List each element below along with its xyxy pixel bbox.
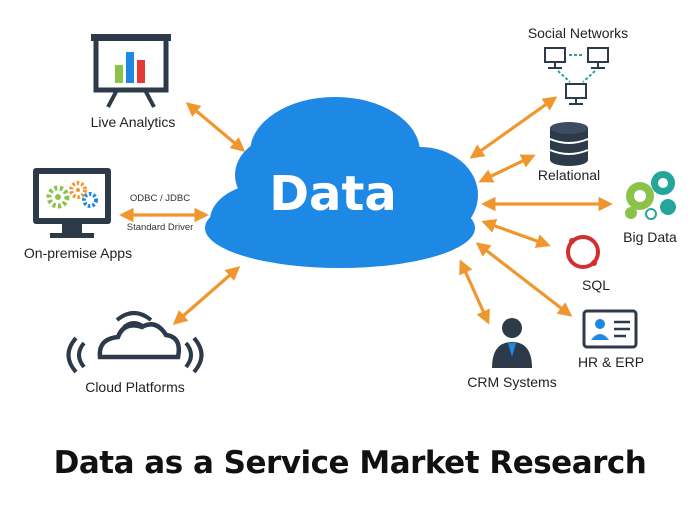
data-cloud: Data	[205, 97, 478, 268]
arrow-sql	[481, 219, 551, 248]
crm-systems-label: CRM Systems	[467, 374, 556, 390]
hr-erp-label: HR & ERP	[578, 354, 644, 370]
arrow-cloud-platforms	[172, 266, 241, 325]
center-label: Data	[269, 166, 397, 222]
big-data-label: Big Data	[623, 229, 677, 245]
cloud-wifi-icon	[66, 311, 204, 374]
driver-line2: Standard Driver	[127, 222, 194, 233]
arrow-crm	[459, 259, 490, 325]
arrow-live-analytics	[185, 102, 246, 152]
on-premise-label: On-premise Apps	[24, 245, 132, 261]
page-caption: Data as a Service Market Research	[53, 445, 647, 481]
arrow-relational	[478, 154, 536, 183]
bubbles-icon	[625, 171, 676, 220]
sql-label: SQL	[582, 277, 610, 293]
id-card-icon	[582, 309, 638, 349]
relational-label: Relational	[538, 167, 600, 183]
driver-line1: ODBC / JDBC	[130, 193, 190, 204]
arrow-hr-erp	[475, 242, 573, 317]
sql-ring-icon	[566, 235, 600, 269]
live-analytics-label: Live Analytics	[91, 114, 176, 130]
arrows	[119, 96, 613, 325]
arrow-social-networks	[469, 96, 558, 159]
person-icon	[492, 318, 532, 368]
presentation-board-icon	[91, 34, 171, 108]
cloud-platforms-label: Cloud Platforms	[85, 379, 185, 395]
network-icon	[544, 47, 609, 105]
data-service-diagram: Data Live Analytics On-premise Apps	[24, 25, 677, 395]
database-icon	[549, 122, 589, 166]
social-networks-label: Social Networks	[528, 25, 628, 41]
desktop-gears-icon	[33, 168, 111, 238]
